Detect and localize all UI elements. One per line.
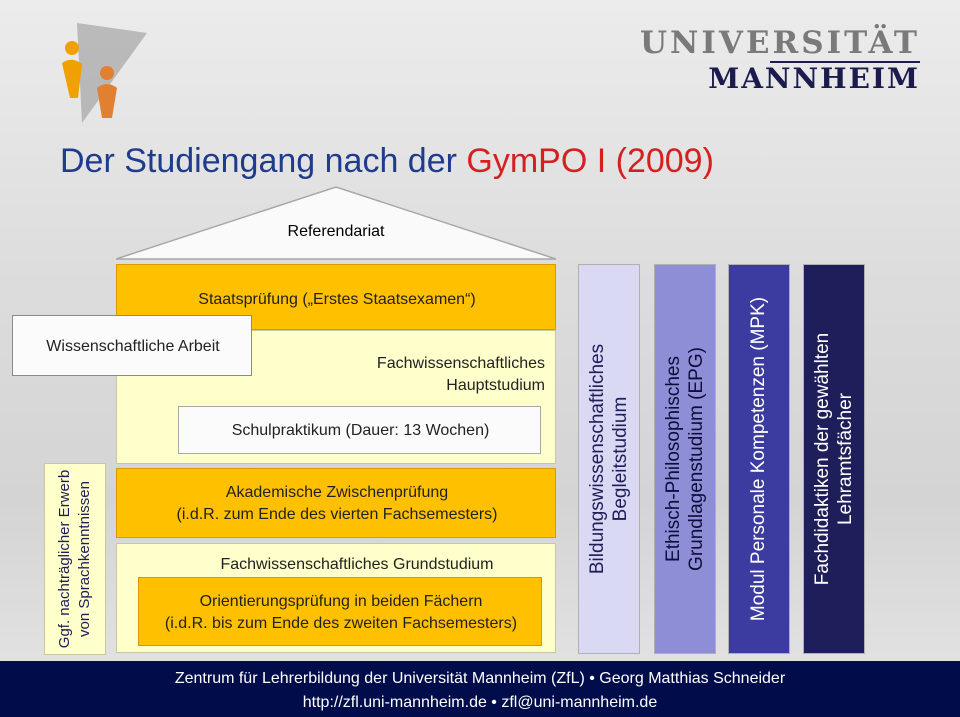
- fachdidaktik-line2: Lehramtsfächer: [835, 393, 856, 526]
- staatspruefung-box: Staatsprüfung („Erstes Staatsexamen“): [116, 264, 556, 330]
- fachdidaktik-line1: Fachdidaktiken der gewählten: [812, 332, 833, 586]
- zwischenpruefung-label-line1: Akademische Zwischenprüfung: [225, 484, 449, 501]
- wissenschaftliche-arbeit-box: Wissenschaftliche Arbeit: [12, 315, 252, 376]
- grundstudium-label: Fachwissenschaftliches Grundstudium: [220, 556, 494, 573]
- zwischenpruefung-label-line2: (i.d.R. zum Ende des vierten Fachsemeste…: [176, 506, 498, 523]
- university-logo: UNIVERSITÄT MANNHEIM: [600, 28, 920, 93]
- bildung-line2: Begleitstudium: [610, 396, 631, 522]
- epg-line1: Ethisch-Philosophisches: [663, 356, 684, 562]
- bildung-bar: Bildungswissenschaftliches Begleitstudiu…: [578, 264, 640, 654]
- title-part2: GymPO I (2009): [466, 142, 714, 180]
- orientierung-label-line2: (i.d.R. bis zum Ende des zweiten Fachsem…: [164, 615, 518, 632]
- university-name-line2: MANNHEIM: [708, 62, 920, 95]
- bildung-line1: Bildungswissenschaftliches: [587, 343, 608, 575]
- zwischenpruefung-box: Akademische Zwischenprüfung (i.d.R. zum …: [116, 468, 556, 538]
- epg-bar: Ethisch-Philosophisches Grundlagenstudiu…: [654, 264, 716, 654]
- footer-line1: Zentrum für Lehrerbildung der Universitä…: [174, 670, 786, 687]
- page-title: Der Studiengang nach der GymPO I (2009): [60, 142, 714, 181]
- mpk-label: Modul Personale Kompetenzen (MPK): [748, 296, 769, 622]
- zfl-logo: [62, 23, 147, 123]
- referendariat-label: Referendariat: [287, 223, 385, 240]
- bildung-label: Bildungswissenschaftliches Begleitstudiu…: [586, 344, 632, 574]
- sprachkenntnisse-line1: Ggf. nachträglicher Erwerb: [56, 469, 73, 649]
- university-name-line1: UNIVERSITÄT: [639, 25, 920, 61]
- staatspruefung-label: Staatsprüfung („Erstes Staatsexamen“): [198, 291, 476, 308]
- referendariat-roof: [116, 186, 556, 260]
- schulpraktikum-label: Schulpraktikum (Dauer: 13 Wochen): [231, 422, 490, 439]
- footer: Zentrum für Lehrerbildung der Universitä…: [0, 661, 960, 717]
- orientierung-label-line1: Orientierungsprüfung in beiden Fächern: [199, 593, 483, 610]
- mpk-bar: Modul Personale Kompetenzen (MPK): [728, 264, 790, 654]
- fachdidaktik-label: Fachdidaktiken der gewählten Lehramtsfäc…: [811, 333, 857, 585]
- hauptstudium-label-line2: Hauptstudium: [446, 377, 545, 394]
- hauptstudium-label-line1: Fachwissenschaftliches: [376, 355, 545, 372]
- wissenschaftliche-arbeit-label: Wissenschaftliche Arbeit: [46, 338, 220, 355]
- sprachkenntnisse-bar: Ggf. nachträglicher Erwerb von Sprachken…: [44, 463, 106, 655]
- fachdidaktik-bar: Fachdidaktiken der gewählten Lehramtsfäc…: [803, 264, 865, 654]
- epg-line2: Grundlagenstudium (EPG): [686, 347, 707, 571]
- title-part1: Der Studiengang nach der: [60, 142, 467, 180]
- footer-line2: http://zfl.uni-mannheim.de • zfl@uni-man…: [302, 694, 658, 711]
- schulpraktikum-box: Schulpraktikum (Dauer: 13 Wochen): [178, 406, 541, 454]
- sprachkenntnisse-line2: von Sprachkenntnissen: [76, 481, 93, 637]
- orientierungspruefung-box: Orientierungsprüfung in beiden Fächern (…: [138, 577, 542, 646]
- epg-label: Ethisch-Philosophisches Grundlagenstudiu…: [662, 347, 708, 571]
- sprachkenntnisse-label: Ggf. nachträglicher Erwerb von Sprachken…: [55, 470, 95, 648]
